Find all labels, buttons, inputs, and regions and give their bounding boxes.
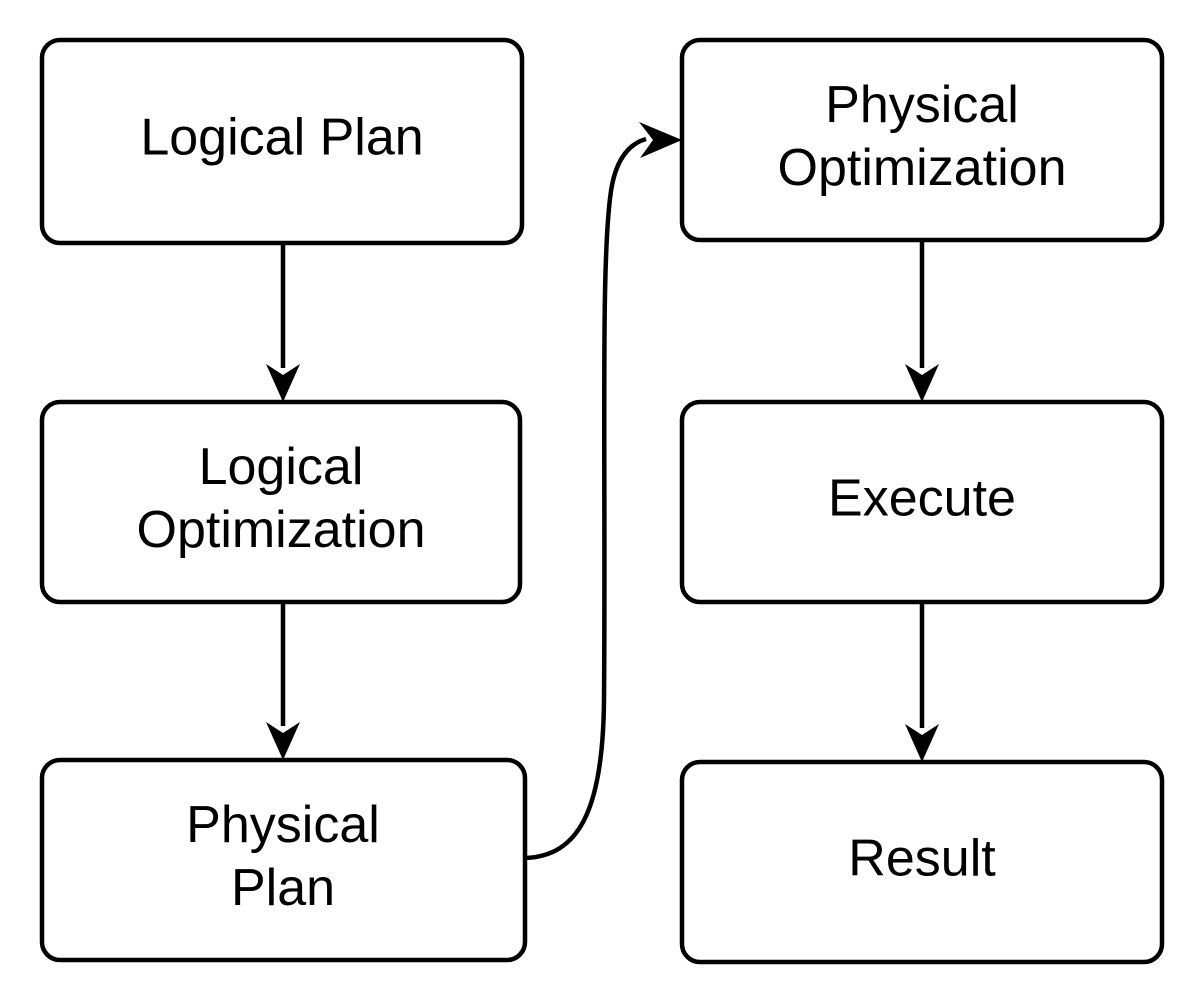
node-label: Execute xyxy=(828,470,1016,528)
arrow-head-icon xyxy=(266,364,300,402)
node-logical-plan[interactable]: Logical Plan xyxy=(39,37,525,246)
edge-line xyxy=(524,136,647,861)
node-box[interactable] xyxy=(39,37,525,246)
node-label: Optimization xyxy=(137,501,426,559)
node-label: Result xyxy=(848,830,996,888)
node-label: Logical Plan xyxy=(140,109,423,167)
node-label: Physical xyxy=(825,76,1019,134)
node-label: Physical xyxy=(186,796,380,854)
arrow-head-icon xyxy=(905,724,939,762)
edge-logical-optimization-to-physical-plan xyxy=(266,602,300,760)
node-box[interactable] xyxy=(679,759,1165,965)
node-box[interactable] xyxy=(39,757,528,963)
edge-logical-plan-to-logical-optimization xyxy=(266,243,300,402)
edge-execute-to-result xyxy=(905,602,939,762)
node-label: Optimization xyxy=(778,139,1067,197)
arrow-head-icon xyxy=(266,722,300,760)
edge-physical-plan-to-physical-optimization xyxy=(524,122,682,861)
node-box[interactable] xyxy=(679,37,1165,243)
node-box[interactable] xyxy=(39,399,523,605)
node-label: Logical xyxy=(199,438,364,496)
node-label: Plan xyxy=(231,859,335,917)
edges-layer xyxy=(266,122,939,861)
node-result[interactable]: Result xyxy=(679,759,1165,965)
nodes-layer: Logical PlanLogicalOptimizationPhysicalP… xyxy=(39,37,1165,965)
edge-physical-optimization-to-execute xyxy=(905,240,939,402)
node-execute[interactable]: Execute xyxy=(679,399,1165,605)
arrow-head-icon xyxy=(905,364,939,402)
node-box[interactable] xyxy=(679,399,1165,605)
arrow-head-icon xyxy=(639,122,682,158)
